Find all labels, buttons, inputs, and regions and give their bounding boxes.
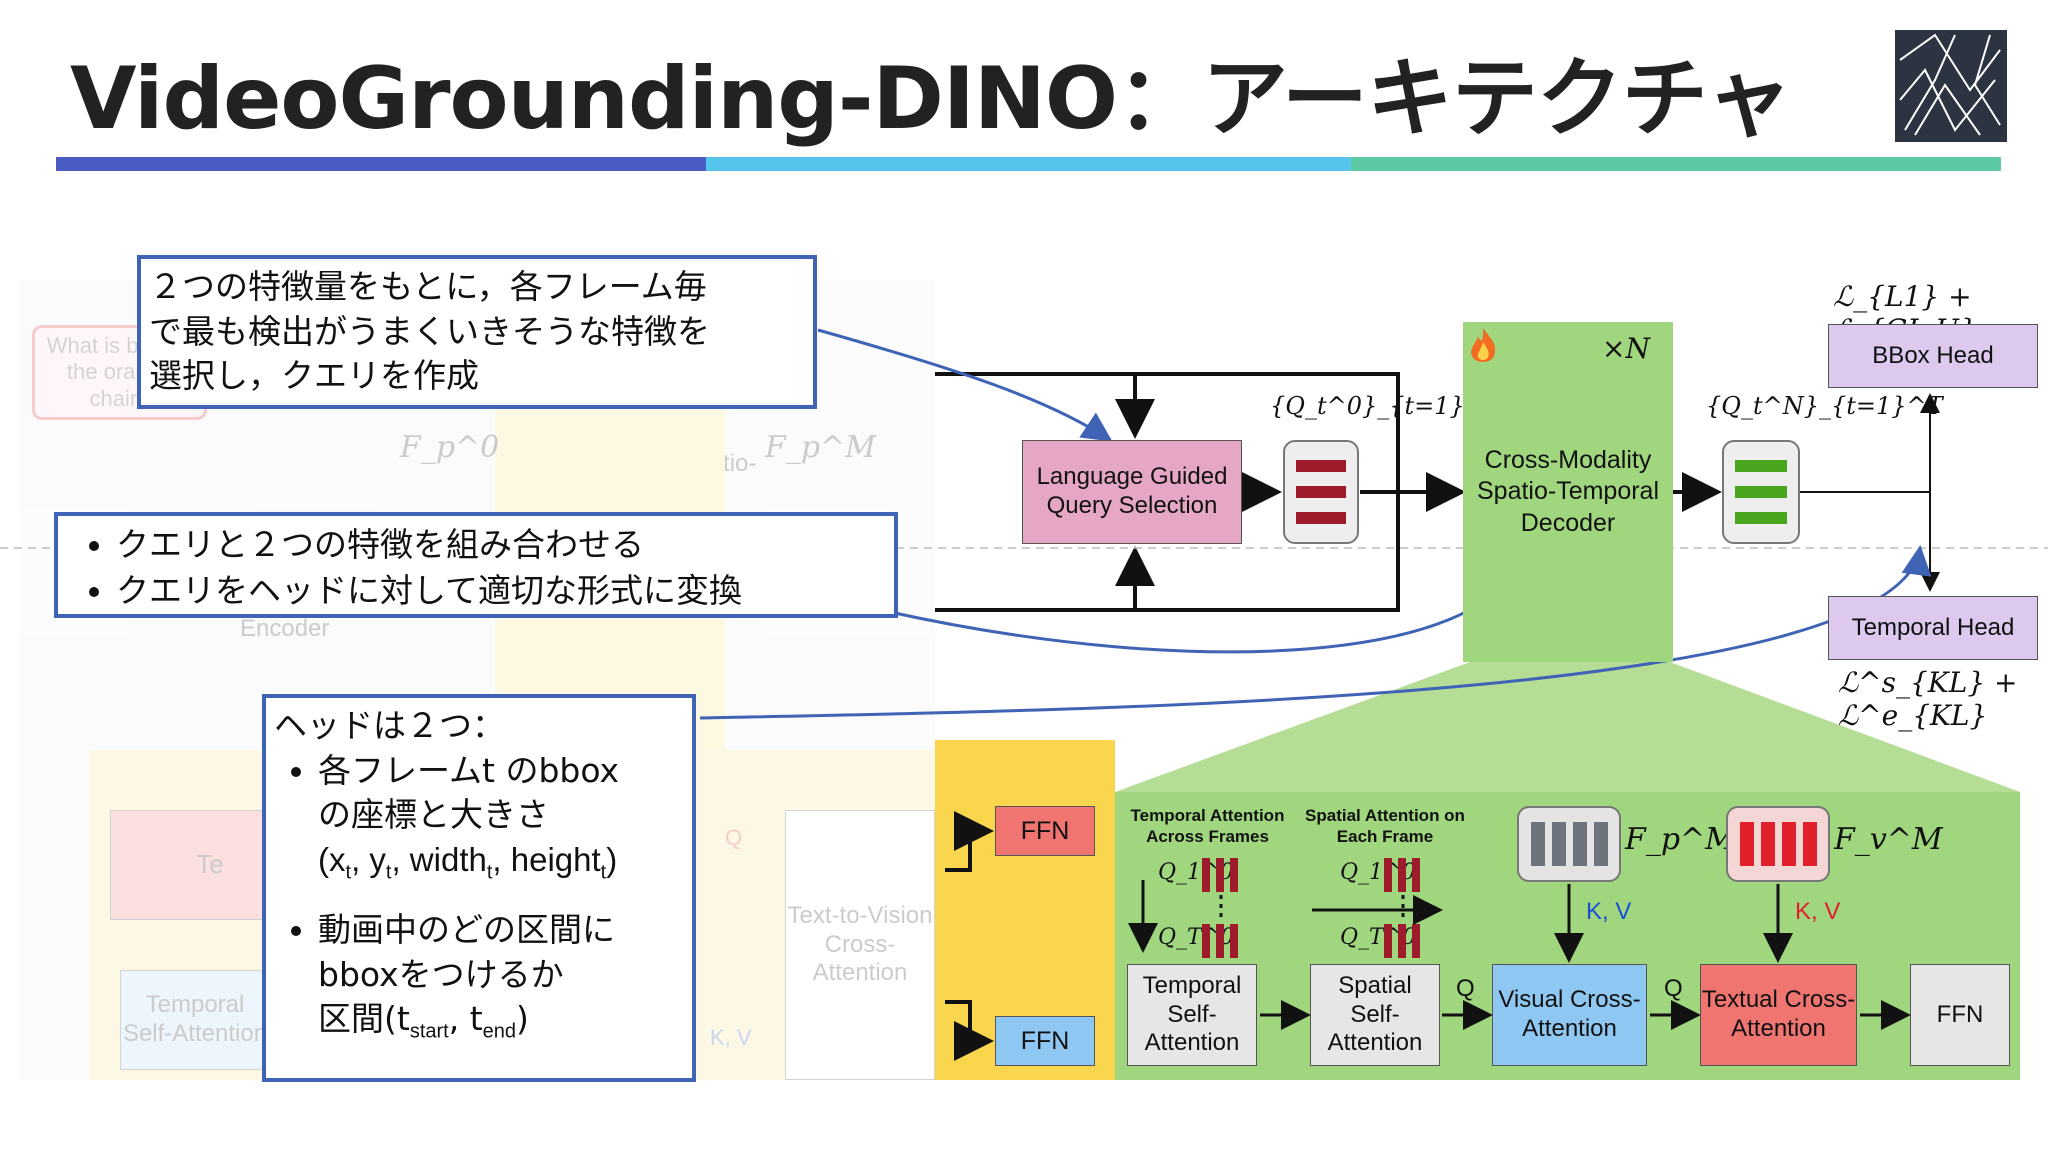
decoder-column (1463, 322, 1673, 662)
callout-heads: ヘッドは２つ： 各フレームt のbbox の座標と大きさ (xt, yt, wi… (262, 694, 696, 1082)
faded-kv-label: K, V (710, 1025, 752, 1050)
textual-kv-label: K, V (1795, 898, 1841, 925)
callout2-item2: クエリをヘッドに対して適切な形式に変換 (116, 568, 884, 614)
page-title: VideoGrounding-DINO：アーキテクチャ (70, 49, 1792, 149)
university-logo (1895, 30, 2007, 142)
callout1-line2: で最も検出がうまくいきそうな特徴を (149, 311, 710, 351)
textual-cross-attention-block: Textual Cross-Attention (1700, 964, 1857, 1066)
q-label-1: Q (1456, 975, 1475, 1002)
text-feature-block (1726, 806, 1830, 882)
faded-q-label: Q (725, 825, 743, 850)
times-n-label: ×N (1602, 332, 1650, 365)
visual-kv-label: K, V (1586, 898, 1632, 925)
temporal-loss-label: ℒ^s_{KL} + ℒ^e_{KL} (1838, 666, 2018, 732)
temporal-attention-header: Temporal Attention Across Frames (1130, 806, 1285, 847)
visual-feature-block (1517, 806, 1621, 882)
decoder-label: Cross-Modality Spatio-Temporal Decoder (1476, 446, 1660, 537)
faded-temporal-self-attention: Temporal Self-Attention (120, 970, 270, 1070)
initial-query-stack (1283, 440, 1359, 544)
initial-queries-label: {Q_t^0}_{t=1}^T (1270, 392, 1501, 420)
bbox-head: BBox Head (1828, 324, 2038, 388)
faded-fp0-label: F_p^0 (400, 430, 500, 465)
callout-decoder: クエリと２つの特徴を組み合わせる クエリをヘッドに対して適切な形式に変換 (54, 512, 898, 618)
ffn-box-bottom: FFN (995, 1016, 1095, 1066)
q-label-2: Q (1664, 975, 1683, 1002)
fp-label: F_p^M (1625, 822, 1736, 857)
fv-label: F_v^M (1834, 822, 1943, 857)
divider-bar-cyan (706, 157, 1351, 171)
visual-cross-attention-block: Visual Cross-Attention (1492, 964, 1647, 1066)
language-guided-query-selection: Language Guided Query Selection (1022, 440, 1242, 544)
faded-text-to-vision: Text-to-Vision Cross-Attention (785, 810, 935, 1080)
callout1-line3: 選択し，クエリを作成 (149, 356, 479, 396)
temporal-head: Temporal Head (1828, 596, 2038, 660)
temporal-self-attention-block: Temporal Self-Attention (1127, 964, 1257, 1066)
faded-encoder-label: Encoder (240, 615, 330, 642)
callout2-item1: クエリと２つの特徴を組み合わせる (116, 522, 884, 568)
decoder-ffn-block: FFN (1910, 964, 2010, 1066)
temporal-query-stripes (1202, 858, 1242, 958)
callout3-heading: ヘッドは２つ： (274, 706, 505, 745)
divider-bar-teal (1351, 157, 2001, 171)
faded-cmst-label: Cross-Modality Spatio-Temporal (510, 450, 760, 506)
flame-icon (1466, 326, 1500, 370)
ffn-box-top: FFN (995, 806, 1095, 856)
callout3-item1: 各フレームt のbbox の座標と大きさ (xt, yt, widtht, he… (318, 749, 684, 909)
spatial-attention-header: Spatial Attention on Each Frame (1305, 806, 1465, 847)
callout3-item2: 動画中のどの区間に bboxをつけるか 区間(tstart, tend) (318, 908, 684, 1046)
spatial-query-stripes (1384, 858, 1424, 958)
faded-fpm-label: F_p^M (765, 430, 876, 465)
final-queries-label: {Q_t^N}_{t=1}^T (1706, 392, 1943, 420)
callout-query-selection: ２つの特徴量をもとに，各フレーム毎 で最も検出がうまくいきそうな特徴を 選択し，… (137, 255, 817, 409)
callout1-line1: ２つの特徴量をもとに，各フレーム毎 (149, 267, 707, 306)
spatial-self-attention-block: Spatial Self-Attention (1310, 964, 1440, 1066)
divider-bar-blue (56, 157, 706, 171)
final-query-stack (1722, 440, 1800, 544)
